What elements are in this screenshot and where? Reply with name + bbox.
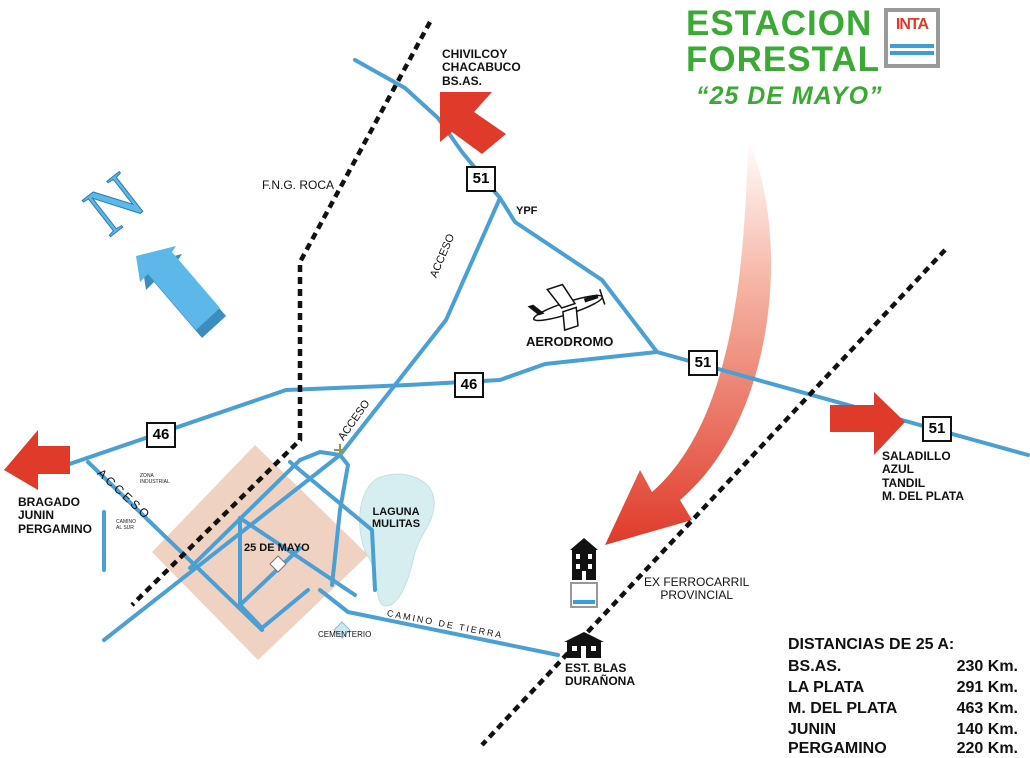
distance-place: M. DEL PLATA bbox=[788, 700, 898, 717]
railway-ex-provincial bbox=[480, 248, 947, 747]
inta-logo: INTA bbox=[884, 8, 940, 68]
title-line-2: FORESTAL bbox=[686, 40, 881, 79]
estacion-label: EST. BLAS DURAÑONA bbox=[565, 661, 635, 689]
railways bbox=[130, 20, 947, 747]
railway-fng-roca-label: F.N.G. ROCA bbox=[262, 178, 335, 192]
route-badge-46-left: 46 bbox=[146, 422, 176, 448]
aerodromo-label: AERODROMO bbox=[526, 334, 614, 349]
east-destination-label: SALADILLO AZUL TANDIL M. DEL PLATA bbox=[882, 449, 964, 504]
west-destination-arrow bbox=[4, 430, 70, 490]
title-subtitle: “25 DE MAYO” bbox=[696, 82, 883, 110]
inta-logo-text: INTA bbox=[895, 16, 929, 33]
distance-row: BS.AS. 230 Km. bbox=[788, 658, 1018, 676]
acceso-lower-road bbox=[102, 453, 342, 642]
camino-al-sur-label: CAMINO AL SUR bbox=[116, 519, 136, 531]
airplane-icon bbox=[527, 283, 606, 332]
inta-building-icon bbox=[570, 538, 598, 608]
distance-row: PERGAMINO 220 Km. bbox=[788, 740, 1018, 758]
distance-row: LA PLATA 291 Km. bbox=[788, 679, 1018, 697]
laguna-mulitas-lake bbox=[359, 473, 435, 607]
distance-place: LA PLATA bbox=[788, 679, 865, 696]
distance-km: 230 Km. bbox=[956, 658, 1018, 675]
access-junction-marker bbox=[334, 444, 346, 456]
city-grid-3 bbox=[188, 458, 302, 570]
railway-station-icon bbox=[564, 632, 604, 658]
distance-km: 220 Km. bbox=[956, 740, 1018, 757]
distance-place: BS.AS. bbox=[788, 658, 842, 675]
laguna-label: LAGUNA MULITAS bbox=[372, 506, 421, 531]
distance-place: JUNIN bbox=[788, 721, 837, 738]
distances-title: DISTANCIAS DE 25 A: bbox=[788, 636, 955, 653]
route-badge-51-mid: 51 bbox=[688, 350, 718, 376]
distance-km: 140 Km. bbox=[956, 721, 1018, 738]
west-destination-label: BRAGADO JUNIN PERGAMINO bbox=[18, 495, 93, 536]
east-destination-arrow bbox=[830, 392, 905, 455]
route-badge-51-top: 51 bbox=[466, 166, 496, 192]
big-location-arrow bbox=[605, 138, 772, 545]
zona-industrial-label: ZONA INDUSTRIAL bbox=[140, 473, 170, 485]
ex-ferrocarril-label: EX FERROCARRIL PROVINCIAL bbox=[644, 575, 750, 603]
north-destination-arrow bbox=[440, 92, 506, 154]
distance-row: M. DEL PLATA 463 Km. bbox=[788, 700, 1018, 718]
cementerio-marker bbox=[333, 621, 351, 639]
railway-fng-roca bbox=[130, 20, 432, 607]
distance-km: 463 Km. bbox=[956, 700, 1018, 717]
title-line-1: ESTACION bbox=[686, 4, 873, 43]
city-block bbox=[152, 445, 368, 660]
distance-km: 291 Km. bbox=[956, 679, 1018, 696]
distance-place: PERGAMINO bbox=[788, 740, 887, 757]
city-label: 25 DE MAYO bbox=[244, 542, 310, 554]
route-badge-46-mid: 46 bbox=[454, 372, 484, 398]
city-grid-5 bbox=[238, 546, 302, 607]
distance-row: JUNIN 140 Km. bbox=[788, 721, 1018, 739]
city-center-marker bbox=[269, 555, 287, 573]
north-destination-label: CHIVILCOY CHACABUCO BS.AS. bbox=[442, 47, 521, 88]
city-grid-6 bbox=[260, 588, 310, 630]
road-network bbox=[50, 58, 1030, 657]
route-badge-51-right: 51 bbox=[922, 416, 952, 442]
acceso-west-road bbox=[86, 460, 264, 632]
acceso-upper-road bbox=[338, 196, 502, 457]
city-grid-2 bbox=[238, 516, 357, 597]
cementerio-label: CEMENTERIO bbox=[318, 630, 372, 639]
ypf-label: YPF bbox=[516, 205, 538, 217]
north-arrow-icon bbox=[136, 246, 226, 338]
city-grid-1 bbox=[288, 460, 377, 592]
city-access-curve bbox=[298, 450, 350, 587]
camino-de-tierra bbox=[318, 588, 560, 657]
